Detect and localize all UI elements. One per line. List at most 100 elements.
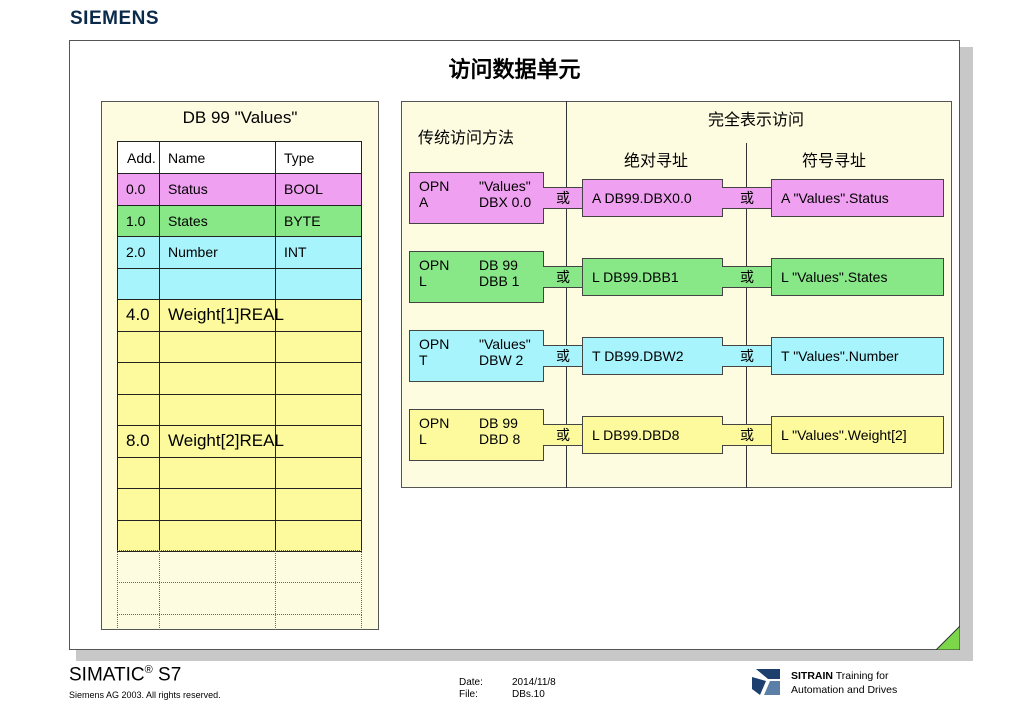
or-connector: 或 — [543, 345, 583, 367]
column-header-type: Type — [284, 149, 315, 166]
copyright-text: Siemens AG 2003. All rights reserved. — [69, 690, 221, 700]
heading-symbolic-addressing: 符号寻址 — [802, 151, 867, 170]
table-row-empty — [117, 614, 362, 630]
divider-line — [566, 101, 567, 488]
absolute-address-box: L DB99.DBB1 — [582, 258, 723, 296]
sitrain-subtitle: Automation and Drives — [791, 684, 898, 696]
siemens-logo-text: SIEMENS — [70, 8, 160, 29]
column-header-name: Name — [160, 142, 276, 173]
absolute-address-box: A DB99.DBX0.0 — [582, 179, 723, 217]
cell-address — [118, 268, 160, 299]
operation: A — [419, 194, 429, 210]
absolute-address-box: L DB99.DBD8 — [582, 416, 723, 454]
product-name: SIMATIC® S7 — [69, 664, 182, 686]
open-instruction: OPN — [419, 257, 450, 273]
table-row-empty — [117, 582, 362, 615]
table-row-empty — [117, 550, 362, 583]
cell-name: Weight[1]REAL — [160, 300, 284, 331]
operation-argument: DBD 8 — [479, 431, 521, 447]
cell-name — [160, 520, 276, 551]
cell-name — [160, 489, 276, 520]
table-row — [117, 267, 362, 300]
column-header-address: Add. — [118, 142, 160, 173]
cell-name — [160, 457, 276, 488]
heading-full-access: 完全表示访问 — [708, 110, 805, 129]
table-row — [117, 456, 362, 489]
cell-type — [276, 363, 361, 394]
cell-type: BOOL — [284, 181, 323, 198]
cell-type — [276, 332, 361, 363]
operation: T — [419, 352, 428, 368]
operation-argument: DBB 1 — [479, 273, 520, 289]
table-row — [117, 488, 362, 521]
cell-name — [160, 331, 276, 362]
cell-name — [160, 268, 276, 299]
cell-address: 2.0 — [118, 237, 160, 268]
open-argument: DB 99 — [479, 257, 518, 273]
or-connector: 或 — [543, 424, 583, 446]
or-connector: 或 — [722, 424, 772, 446]
table-row — [117, 330, 362, 363]
cell-address: 4.0 — [118, 300, 160, 331]
cell-type — [276, 300, 361, 331]
traditional-access-box: OPN DB 99 L DBB 1 — [409, 251, 544, 303]
cell-type — [276, 269, 361, 300]
cell-name: Weight[2]REAL — [160, 426, 284, 457]
open-argument: "Values" — [479, 178, 531, 194]
or-connector: 或 — [543, 266, 583, 288]
symbolic-address-box: L "Values".Weight[2] — [771, 416, 944, 454]
table-row — [117, 519, 362, 552]
cell-type — [276, 489, 361, 520]
or-connector: 或 — [543, 187, 583, 209]
heading-absolute-addressing: 绝对寻址 — [624, 151, 689, 170]
cell-name — [160, 363, 276, 394]
absolute-address-box: T DB99.DBW2 — [582, 337, 723, 375]
cell-name: Number — [160, 237, 276, 268]
or-connector: 或 — [722, 187, 772, 209]
or-connector: 或 — [722, 266, 772, 288]
divider-line — [746, 143, 747, 488]
open-instruction: OPN — [419, 336, 450, 352]
cell-type: INT — [284, 244, 307, 261]
operation-argument: DBX 0.0 — [479, 194, 532, 210]
cell-type — [276, 521, 361, 552]
open-instruction: OPN — [419, 415, 450, 431]
date-label: Date: — [459, 677, 483, 688]
cell-name: States — [160, 205, 276, 236]
db-table-header: Add. Name Type — [117, 141, 362, 174]
cell-address — [118, 363, 160, 394]
cell-name: Status — [160, 174, 276, 205]
date-value: 2014/11/8 — [512, 677, 556, 688]
file-label: File: — [459, 689, 478, 700]
page-title: 访问数据单元 — [448, 58, 581, 83]
cell-type — [276, 426, 361, 457]
open-argument: "Values" — [479, 336, 531, 352]
cell-address: 1.0 — [118, 205, 160, 236]
operation-argument: DBW 2 — [479, 352, 524, 368]
open-argument: DB 99 — [479, 415, 518, 431]
file-value: DBs.10 — [512, 689, 545, 700]
or-connector: 或 — [722, 345, 772, 367]
traditional-access-box: OPN DB 99 L DBD 8 — [409, 409, 544, 461]
cell-address: 8.0 — [118, 426, 160, 457]
table-row — [117, 393, 362, 426]
cell-address — [118, 457, 160, 488]
operation: L — [419, 431, 427, 447]
symbolic-address-box: T "Values".Number — [771, 337, 944, 375]
traditional-access-box: OPN "Values" T DBW 2 — [409, 330, 544, 382]
sitrain-logo-icon — [752, 669, 780, 695]
heading-traditional-access: 传统访问方法 — [418, 128, 515, 147]
table-row — [117, 362, 362, 395]
cell-address — [118, 394, 160, 425]
cell-address — [118, 331, 160, 362]
operation: L — [419, 273, 427, 289]
cell-address — [118, 520, 160, 551]
symbolic-address-box: A "Values".Status — [771, 179, 944, 217]
db-title: DB 99 "Values" — [182, 108, 298, 127]
cell-address — [118, 489, 160, 520]
